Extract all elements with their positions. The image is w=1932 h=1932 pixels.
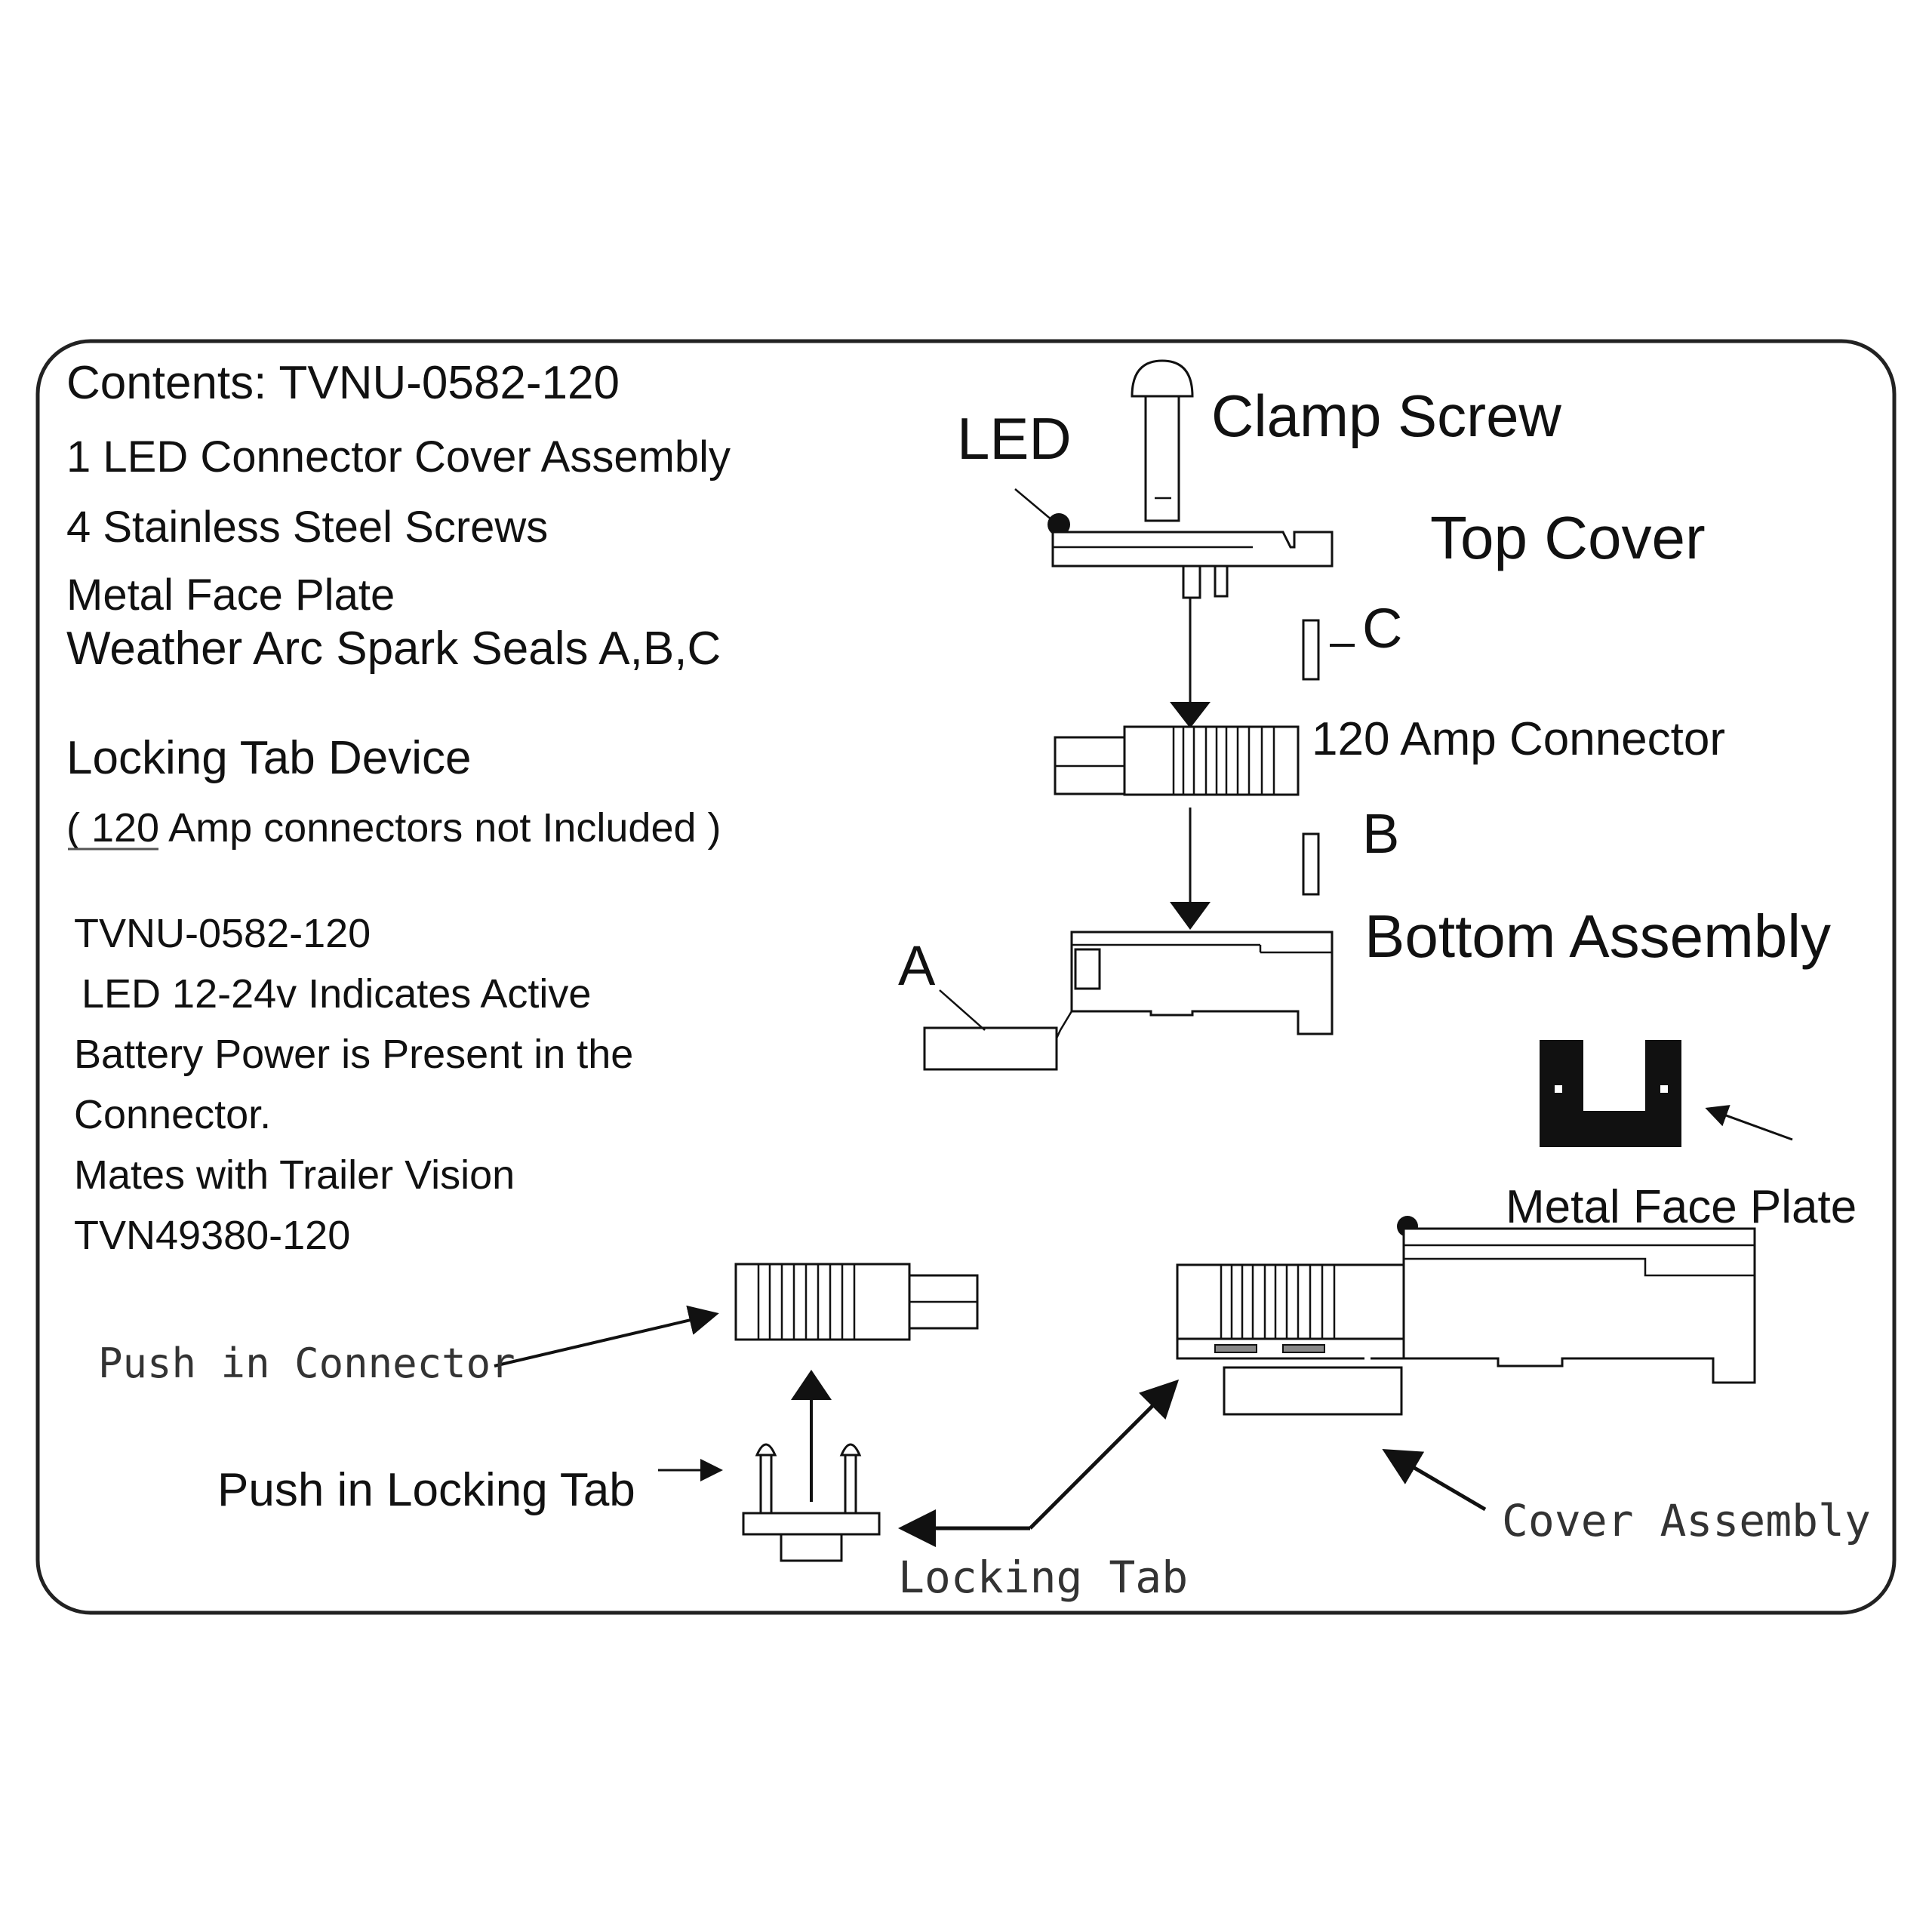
- cover-assembly-label: Cover Assembly: [1502, 1495, 1871, 1546]
- seal-c-label: C: [1362, 597, 1402, 660]
- push-in-connector-arrow: [494, 1305, 719, 1367]
- amp-connector-120: [1054, 725, 1300, 796]
- clamp-screw-label: Clamp Screw: [1211, 383, 1561, 449]
- led-label: LED: [957, 405, 1072, 472]
- assembled-unit: [1176, 1216, 1756, 1417]
- contents-line-4: Weather Arc Spark Seals A,B,C: [66, 623, 721, 675]
- contents-line-2: 4 Stainless Steel Screws: [66, 503, 548, 552]
- seal-a-label: A: [898, 934, 936, 997]
- bottom-assembly: [923, 931, 1334, 1071]
- metal-face-plate-arrow: [1705, 1105, 1793, 1141]
- description-line-3: Battery Power is Present in the: [74, 1032, 633, 1077]
- amp-connector-label: 120 Amp Connector: [1312, 713, 1725, 765]
- cover-assembly-arrow: [1382, 1448, 1487, 1512]
- top-cover: [1051, 531, 1334, 599]
- contents-line-1: 1 LED Connector Cover Assembly: [66, 432, 731, 481]
- seal-b: [1302, 832, 1320, 896]
- description-line-4: Connector.: [74, 1092, 271, 1137]
- push-in-connector-label: Push in Connector: [98, 1340, 515, 1387]
- push-in-connector: [734, 1263, 979, 1341]
- contents-line-3: Metal Face Plate: [66, 571, 395, 620]
- led-dot: [1048, 513, 1070, 536]
- contents-title: Contents: TVNU-0582-120: [66, 357, 620, 409]
- locking-tab: [742, 1443, 881, 1562]
- locking-tab-path-arrow: [1029, 1379, 1180, 1530]
- description-line-6: TVN49380-120: [74, 1213, 350, 1258]
- metal-face-plate-label: Metal Face Plate: [1506, 1181, 1857, 1233]
- diagram-frame: [35, 339, 1897, 1615]
- clamp-screw: [1131, 359, 1194, 522]
- metal-face-plate: [1540, 1040, 1681, 1147]
- locking-tab-device: Locking Tab Device: [66, 732, 472, 784]
- led-leader-line: [1014, 488, 1054, 521]
- description-line-1: TVNU-0582-120: [74, 911, 371, 956]
- bottom-assembly-label: Bottom Assembly: [1364, 903, 1831, 970]
- locking-tab-label: Locking Tab: [898, 1552, 1188, 1603]
- description-line-5: Mates with Trailer Vision: [74, 1152, 515, 1198]
- seal-b-label: B: [1362, 802, 1399, 865]
- description-line-2: LED 12-24v Indicates Active: [82, 971, 591, 1017]
- seal-a-leader: [939, 989, 986, 1031]
- top-cover-label: Top Cover: [1430, 504, 1706, 571]
- seal-c: [1302, 619, 1320, 681]
- push-in-locking-tab-label: Push in Locking Tab: [217, 1464, 635, 1516]
- not-included-note: ( 120 Amp connectors not Included ): [66, 805, 721, 851]
